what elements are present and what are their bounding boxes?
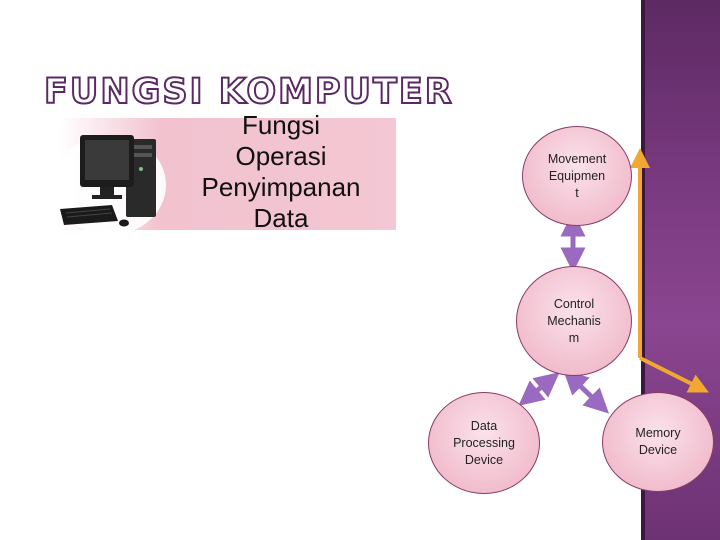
banner-text: Fungsi Operasi Penyimpanan Data bbox=[201, 110, 361, 233]
node-label: Memory Device bbox=[635, 426, 681, 457]
node-data-processing-device: Data Processing Device bbox=[428, 392, 540, 494]
node-control-mechanism: Control Mechanis m bbox=[516, 266, 632, 376]
node-memory-device: Memory Device bbox=[602, 392, 714, 492]
node-label: Movement Equipmen t bbox=[547, 151, 607, 200]
arrow-control-processing bbox=[518, 372, 560, 406]
node-movement-equipment: Movement Equipmen t bbox=[522, 126, 632, 226]
arrow-to-memory bbox=[639, 356, 709, 393]
node-label: Control Mechanis m bbox=[547, 296, 601, 345]
slide-title: FUNGSI KOMPUTER bbox=[43, 71, 454, 113]
arrow-control-memory bbox=[563, 369, 609, 414]
desktop-computer-icon bbox=[54, 135, 166, 233]
node-label: Data Processing Device bbox=[453, 418, 515, 467]
